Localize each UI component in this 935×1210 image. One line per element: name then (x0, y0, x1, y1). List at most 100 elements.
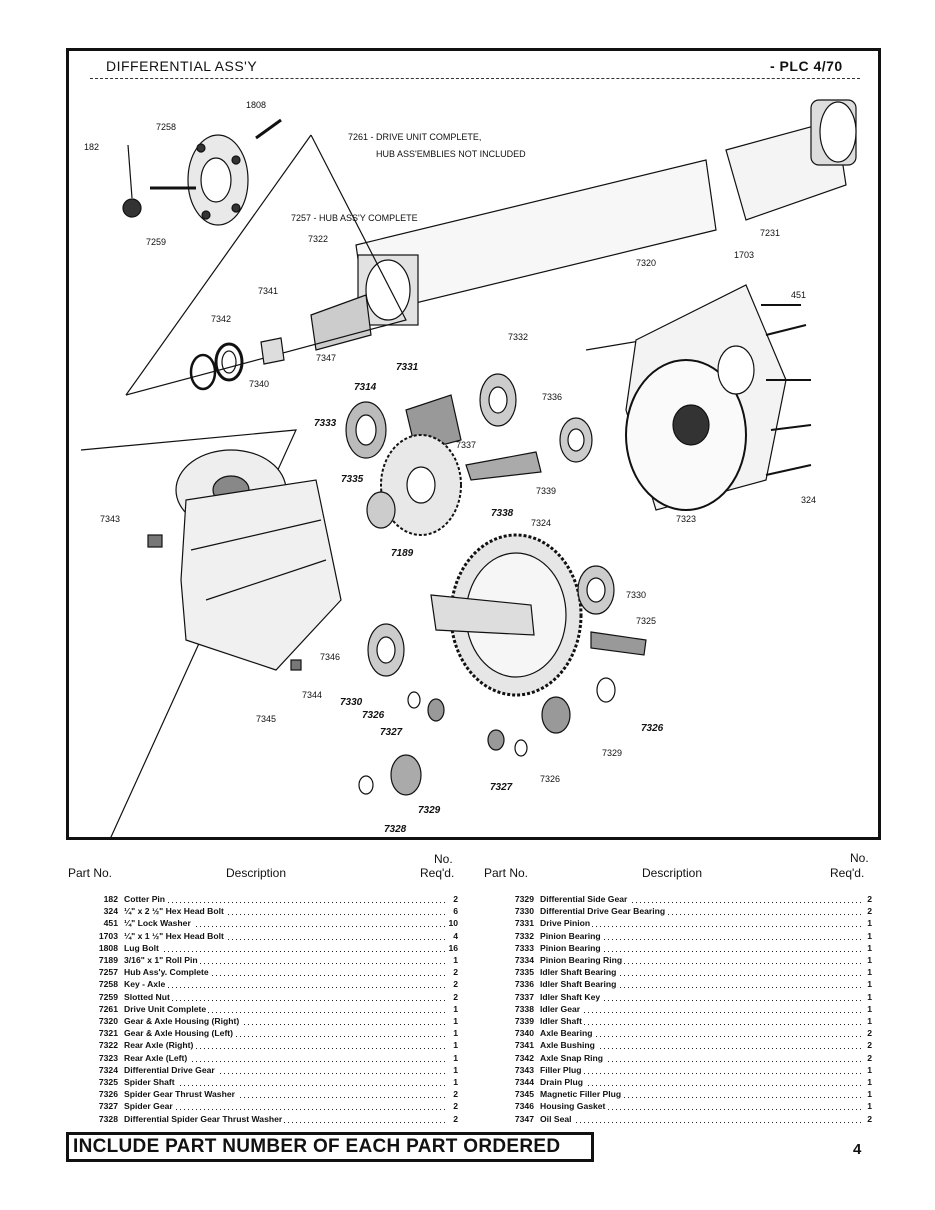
part-description: Axle Bearing (540, 1028, 595, 1039)
label-7347: 7347 (316, 353, 336, 363)
part-description-cell: Magnetic Filler Plug (540, 1088, 864, 1101)
part-number: 7323 (98, 1052, 118, 1063)
part-number: 7336 (514, 979, 534, 990)
label-7345: 7345 (256, 714, 276, 724)
label-7342: 7342 (211, 314, 231, 324)
label-7325: 7325 (636, 616, 656, 626)
order-notice: INCLUDE PART NUMBER OF EACH PART ORDERED (66, 1132, 594, 1162)
part-description-cell: Drive Unit Complete (124, 1002, 449, 1016)
label-7346: 7346 (320, 652, 340, 662)
part-quantity: 2 (453, 1089, 458, 1100)
part-number: 7345 (514, 1089, 534, 1100)
label-7326-right: 7326 (641, 723, 664, 734)
part-quantity: 4 (453, 930, 458, 941)
part-description: Axle Snap Ring (540, 1052, 606, 1063)
part-description: Idler Shaft Key (540, 991, 603, 1002)
label-1808: 1808 (246, 100, 266, 110)
part-description: Pinion Bearing (540, 942, 603, 953)
label-7328: 7328 (384, 824, 407, 835)
part-number: 7341 (514, 1040, 534, 1051)
label-7329-right: 7329 (602, 748, 622, 758)
part-quantity: 1 (867, 1003, 872, 1014)
part-number: 7259 (98, 991, 118, 1002)
part-quantity: 1 (867, 991, 872, 1002)
part-description: Key - Axle (124, 979, 168, 990)
label-7257: 7257 - HUB ASS'Y COMPLETE (291, 213, 418, 223)
part-description-cell: Idler Shaft Key (540, 990, 864, 1003)
part-quantity: 2 (453, 1101, 458, 1112)
part-number: 451 (103, 918, 118, 929)
part-description: Drive Pinion (540, 918, 593, 929)
part-number: 7321 (98, 1028, 118, 1039)
part-description: ¼" Lock Washer (124, 918, 193, 929)
part-description: Drain Plug (540, 1077, 585, 1088)
part-description-cell: Hub Ass'y. Complete (124, 966, 449, 979)
part-number: 7342 (514, 1052, 534, 1063)
part-quantity: 2 (453, 1113, 458, 1124)
part-number: 7347 (514, 1113, 534, 1124)
part-description: Axle Bushing (540, 1040, 597, 1051)
part-quantity: 2 (453, 979, 458, 990)
left-reqd-header: Req'd. (420, 866, 455, 880)
label-7324: 7324 (531, 518, 551, 528)
parts-row: 7326 Spider Gear Thrust Washer 2 (60, 1088, 458, 1101)
part-description-cell: Spider Gear (124, 1100, 449, 1113)
part-description-cell: Filler Plug (540, 1063, 864, 1077)
part-description-cell: Idler Shaft (540, 1015, 864, 1028)
part-quantity: 1 (453, 1003, 458, 1014)
right-no-header: No. (850, 851, 869, 865)
part-description: Oil Seal (540, 1113, 574, 1124)
label-7189: 7189 (391, 548, 414, 559)
part-number: 324 (103, 906, 118, 917)
part-description: Spider Gear (124, 1101, 175, 1112)
axle-bearing-illustration (189, 337, 285, 391)
part-quantity: 1 (867, 967, 872, 978)
part-description-cell: Idler Gear (540, 1002, 864, 1016)
part-number: 7340 (514, 1028, 534, 1039)
part-number: 7326 (98, 1089, 118, 1100)
part-quantity: 1 (453, 1077, 458, 1088)
part-number: 7189 (98, 955, 118, 966)
part-description-cell: Spider Gear Thrust Washer (124, 1088, 449, 1101)
part-description-cell: Spider Shaft (124, 1076, 449, 1089)
hub-assembly-illustration (122, 118, 282, 226)
label-7231: 7231 (760, 228, 780, 238)
part-quantity: 1 (453, 1028, 458, 1039)
part-quantity: 1 (453, 1016, 458, 1027)
part-quantity: 2 (453, 991, 458, 1002)
part-description-cell: Idler Shaft Bearing (540, 966, 864, 979)
label-7343: 7343 (100, 514, 120, 524)
part-number: 7346 (514, 1101, 534, 1112)
part-description: Gear & Axle Housing (Left) (124, 1028, 236, 1039)
part-description-cell: Cotter Pin (124, 893, 449, 906)
label-7326-lower: 7326 (540, 774, 560, 784)
part-description-cell: Drain Plug (540, 1076, 864, 1089)
part-description-cell: ¼" x 1 ½" Hex Head Bolt (124, 929, 449, 942)
part-description-cell: Axle Bushing (540, 1039, 864, 1052)
part-number: 1703 (98, 930, 118, 941)
part-description-cell: Differential Side Gear (540, 893, 864, 906)
label-7322: 7322 (308, 234, 328, 244)
part-description: Spider Shaft (124, 1077, 177, 1088)
